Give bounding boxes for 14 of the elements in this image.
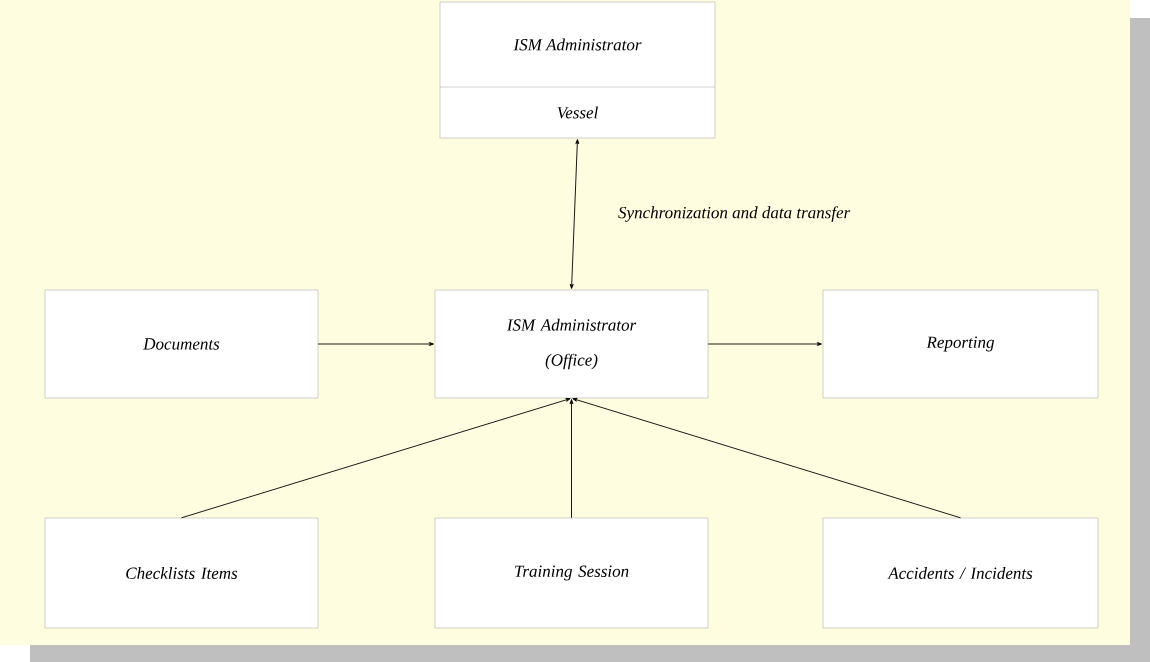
process-box: Documents <box>44 289 319 399</box>
arrow <box>707 342 822 346</box>
process-box: Reporting <box>822 289 1099 399</box>
edge-label: Synchronization and data transfer <box>618 206 851 222</box>
process-box: Accidents / Incidents <box>822 517 1099 629</box>
arrow <box>181 397 571 519</box>
process-box: Checklists Items <box>44 517 319 629</box>
arrow <box>569 399 574 519</box>
process-box: Training Session <box>434 517 709 629</box>
arrow <box>569 139 580 289</box>
arrow <box>317 342 434 346</box>
arrow <box>572 397 961 519</box>
system-box: ISM Administrator (Office) <box>434 289 709 399</box>
system-box: ISM Administrator Vessel <box>439 1 716 139</box>
